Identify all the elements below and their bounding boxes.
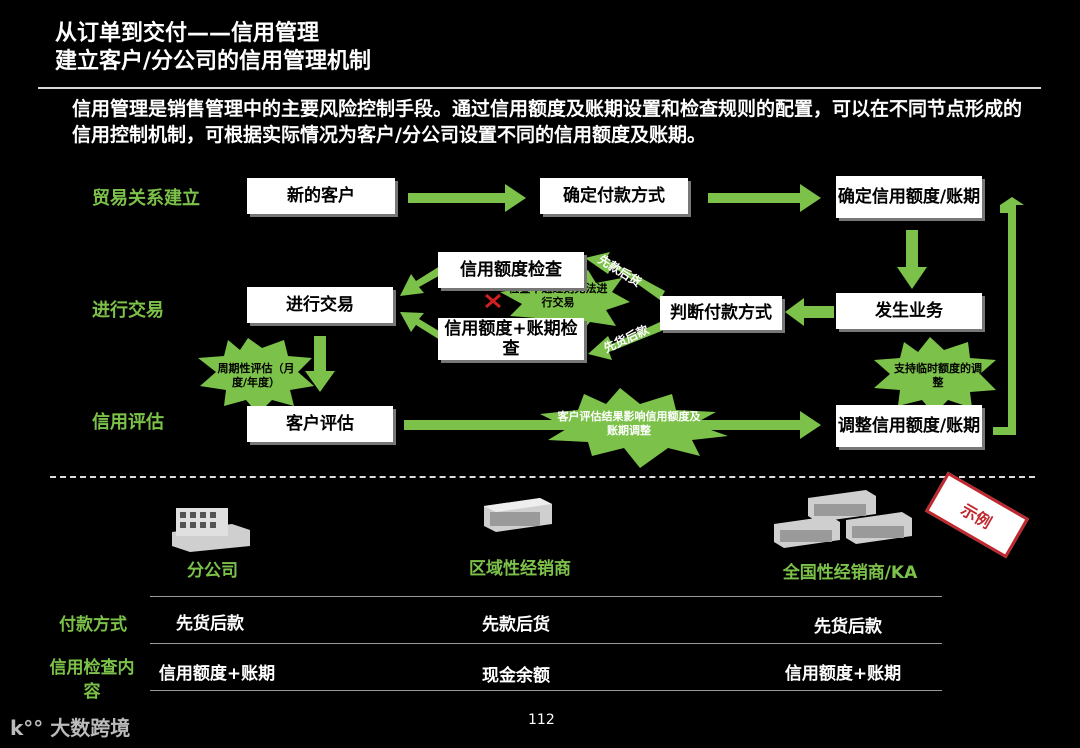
office-building-icon (172, 508, 250, 552)
arrow-check-to-trade (400, 266, 444, 296)
arrow-trade-to-eval (305, 336, 335, 392)
arrow-payment-to-credit (708, 184, 821, 212)
star-text-periodic: 周期性评估（月度/年度） (217, 362, 295, 389)
table-cell: 先货后款 (176, 614, 244, 634)
arrow-business-to-judge (785, 298, 834, 326)
box-new-customer: 新的客户 (247, 178, 395, 214)
title-divider (38, 87, 1041, 89)
logo-mark-icon: k°° (10, 716, 44, 740)
arrow-pay-first (585, 252, 665, 300)
category-regional-dealer: 区域性经销商 (469, 559, 571, 579)
star-text-eval-result: 客户评估结果影响信用额度及账期调整 (557, 410, 701, 437)
box-credit-period-check: 信用额度+账期检查 (438, 318, 584, 360)
fail-x-icon (485, 293, 501, 309)
table-cell: 先货后款 (814, 617, 882, 637)
box-confirm-payment: 确定付款方式 (540, 178, 688, 214)
section-divider (50, 476, 1035, 478)
watermark-text: 大数跨境 (50, 716, 131, 740)
box-confirm-credit: 确定信用额度/账期 (836, 176, 982, 218)
table-cell: 现金余额 (482, 666, 550, 686)
title-line-2: 建立客户/分公司的信用管理机制 (55, 49, 372, 74)
warehouse-icon (484, 498, 552, 532)
box-business: 发生业务 (836, 293, 982, 329)
table-cell: 信用额度+账期 (784, 664, 902, 684)
warehouse-group-icon (774, 490, 912, 548)
star-temp-adjust (874, 337, 996, 414)
table-label-payment: 付款方式 (59, 615, 127, 635)
arrow-return-loop (993, 197, 1024, 435)
table-line-bottom (150, 690, 942, 691)
box-credit-check: 信用额度检查 (438, 252, 584, 288)
star-periodic (198, 338, 314, 414)
box-judge-payment: 判断付款方式 (660, 296, 782, 330)
slide-title: 从订单到交付——信用管理 建立客户/分公司的信用管理机制 (55, 20, 371, 76)
category-national-dealer: 全国性经销商/KA (782, 563, 918, 583)
table-cell: 信用额度+账期 (158, 664, 276, 684)
table-label-credit-check: 信用检查内容 (49, 658, 135, 702)
box-do-trade: 进行交易 (247, 287, 393, 323)
arrow-periodcheck-to-trade (400, 312, 444, 340)
category-branch: 分公司 (187, 561, 238, 581)
star-eval-result (540, 388, 728, 468)
table-cell: 先款后货 (482, 615, 550, 635)
arrow-new-to-payment (408, 184, 526, 212)
page-number: 112 (528, 712, 555, 728)
table-line-top (150, 596, 942, 597)
star-text-temp-adjust: 支持临时额度的调整 (894, 362, 982, 389)
arrow-goods-first (588, 322, 664, 360)
box-adjust-credit: 调整信用额度/账期 (836, 405, 982, 447)
watermark-logo: k°° 大数跨境 (10, 712, 130, 741)
table-line-mid (150, 643, 942, 644)
title-line-1: 从订单到交付——信用管理 (55, 21, 320, 46)
row-label-evaluation: 信用评估 (92, 412, 164, 433)
intro-text: 信用管理是销售管理中的主要风险控制手段。通过信用额度及账期设置和检查规则的配置，… (72, 98, 1023, 146)
box-customer-eval: 客户评估 (247, 406, 393, 442)
row-label-relationship: 贸易关系建立 (92, 188, 200, 209)
row-label-trade: 进行交易 (92, 300, 164, 321)
arrow-credit-to-business (897, 230, 927, 289)
